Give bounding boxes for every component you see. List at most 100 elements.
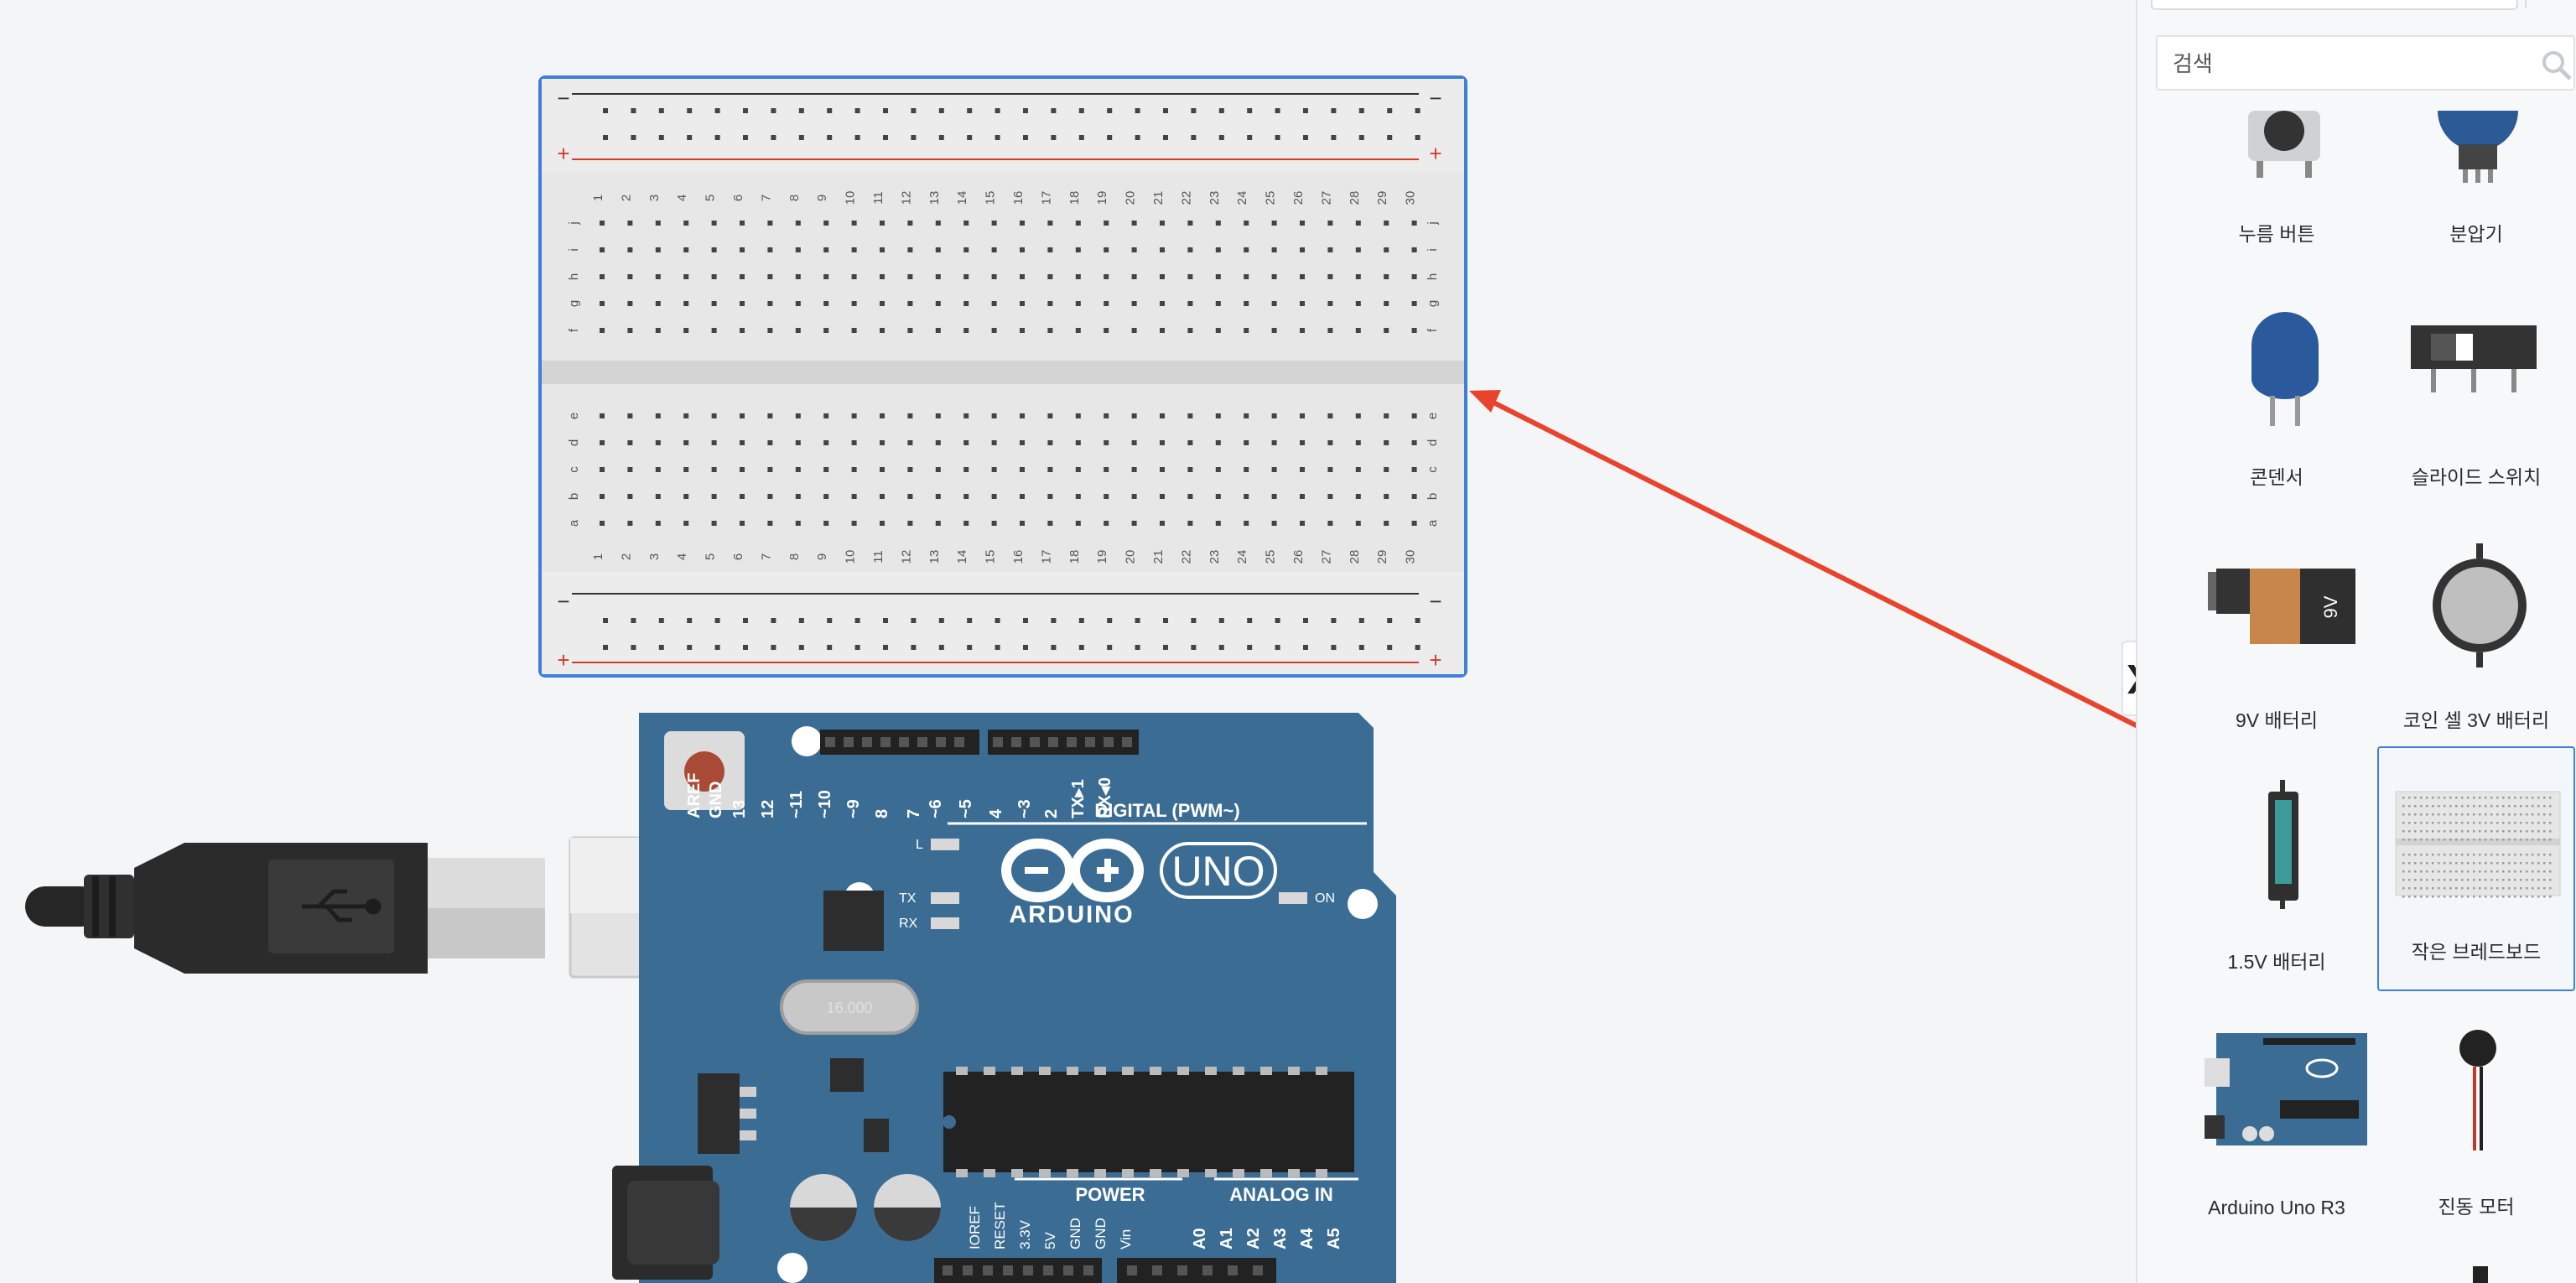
breadboard-hole[interactable] — [1271, 328, 1277, 333]
rail-hole[interactable] — [1078, 645, 1084, 650]
rail-hole[interactable] — [1247, 108, 1253, 113]
breadboard-hole[interactable] — [1327, 328, 1333, 333]
breadboard-hole[interactable] — [823, 274, 829, 279]
breadboard-hole[interactable] — [795, 247, 801, 252]
rail-hole[interactable] — [938, 618, 944, 623]
breadboard-hole[interactable] — [655, 274, 661, 279]
breadboard-hole[interactable] — [1075, 494, 1081, 499]
breadboard-hole[interactable] — [767, 413, 773, 418]
rail-hole[interactable] — [1275, 618, 1280, 623]
breadboard-hole[interactable] — [991, 494, 997, 499]
breadboard-hole[interactable] — [963, 413, 969, 418]
breadboard-hole[interactable] — [740, 467, 745, 472]
rail-hole[interactable] — [938, 135, 944, 140]
rail-hole[interactable] — [1358, 135, 1364, 140]
breadboard-hole[interactable] — [851, 328, 857, 333]
breadboard-hole[interactable] — [1104, 221, 1109, 226]
breadboard-hole[interactable] — [1327, 413, 1333, 418]
rail-hole[interactable] — [1358, 618, 1364, 623]
breadboard-hole[interactable] — [683, 274, 689, 279]
rail-hole[interactable] — [1387, 645, 1393, 650]
breadboard-hole[interactable] — [740, 274, 745, 279]
rail-hole[interactable] — [714, 618, 720, 623]
breadboard-hole[interactable] — [795, 274, 801, 279]
breadboard-hole[interactable] — [683, 494, 689, 499]
rail-hole[interactable] — [1358, 108, 1364, 113]
breadboard-hole[interactable] — [823, 521, 829, 526]
rail-hole[interactable] — [911, 135, 917, 140]
breadboard-hole[interactable] — [1300, 413, 1305, 418]
breadboard-hole[interactable] — [1131, 413, 1137, 418]
breadboard-hole[interactable] — [1160, 413, 1165, 418]
rail-hole[interactable] — [1358, 645, 1364, 650]
breadboard-hole[interactable] — [991, 247, 997, 252]
breadboard-hole[interactable] — [767, 247, 773, 252]
breadboard-hole[interactable] — [1160, 467, 1165, 472]
breadboard-hole[interactable] — [711, 247, 717, 252]
breadboard-hole[interactable] — [1075, 301, 1081, 306]
rail-hole[interactable] — [798, 135, 804, 140]
rail-hole[interactable] — [1163, 645, 1168, 650]
breadboard-hole[interactable] — [600, 328, 605, 333]
breadboard-hole[interactable] — [935, 494, 941, 499]
breadboard-hole[interactable] — [740, 221, 745, 226]
breadboard-hole[interactable] — [795, 521, 801, 526]
breadboard-hole[interactable] — [1215, 440, 1221, 445]
breadboard-hole[interactable] — [963, 440, 969, 445]
rail-hole[interactable] — [1303, 618, 1308, 623]
breadboard-hole[interactable] — [907, 328, 913, 333]
breadboard-hole[interactable] — [740, 494, 745, 499]
breadboard-hole[interactable] — [655, 467, 661, 472]
rail-hole[interactable] — [883, 108, 888, 113]
breadboard-hole[interactable] — [1020, 413, 1025, 418]
rail-hole[interactable] — [1191, 135, 1197, 140]
rail-hole[interactable] — [771, 108, 776, 113]
breadboard-hole[interactable] — [1020, 440, 1025, 445]
breadboard-hole[interactable] — [991, 274, 997, 279]
rail-hole[interactable] — [1331, 645, 1337, 650]
breadboard-hole[interactable] — [795, 328, 801, 333]
breadboard-hole[interactable] — [1047, 467, 1053, 472]
breadboard-hole[interactable] — [907, 413, 913, 418]
breadboard-hole[interactable] — [1187, 301, 1193, 306]
rail-hole[interactable] — [1107, 618, 1113, 623]
breadboard-hole[interactable] — [740, 301, 745, 306]
breadboard-hole[interactable] — [851, 274, 857, 279]
breadboard-hole[interactable] — [1215, 247, 1221, 252]
breadboard-hole[interactable] — [767, 494, 773, 499]
breadboard-hole[interactable] — [655, 413, 661, 418]
breadboard-hole[interactable] — [1300, 521, 1305, 526]
breadboard-hole[interactable] — [1411, 521, 1417, 526]
breadboard-hole[interactable] — [1411, 413, 1417, 418]
breadboard-hole[interactable] — [880, 413, 885, 418]
rail-hole[interactable] — [1218, 135, 1224, 140]
rail-hole[interactable] — [1051, 645, 1057, 650]
breadboard-hole[interactable] — [795, 440, 801, 445]
breadboard-hole[interactable] — [600, 521, 605, 526]
breadboard-hole[interactable] — [1160, 221, 1165, 226]
breadboard-hole[interactable] — [1244, 221, 1249, 226]
breadboard-hole[interactable] — [1300, 494, 1305, 499]
breadboard-hole[interactable] — [600, 413, 605, 418]
rail-hole[interactable] — [1163, 618, 1168, 623]
rail-hole[interactable] — [1078, 618, 1084, 623]
breadboard-hole[interactable] — [1411, 221, 1417, 226]
breadboard-hole[interactable] — [1244, 328, 1249, 333]
breadboard-hole[interactable] — [1384, 440, 1389, 445]
breadboard-hole[interactable] — [740, 247, 745, 252]
breadboard-hole[interactable] — [767, 328, 773, 333]
rail-hole[interactable] — [827, 108, 833, 113]
breadboard-hole[interactable] — [907, 274, 913, 279]
rail-hole[interactable] — [995, 108, 1000, 113]
breadboard-hole[interactable] — [1215, 328, 1221, 333]
breadboard-hole[interactable] — [711, 221, 717, 226]
breadboard-hole[interactable] — [935, 247, 941, 252]
breadboard-hole[interactable] — [1160, 494, 1165, 499]
rail-hole[interactable] — [1247, 135, 1253, 140]
breadboard-hole[interactable] — [1300, 440, 1305, 445]
breadboard-hole[interactable] — [1300, 221, 1305, 226]
breadboard-hole[interactable] — [1075, 247, 1081, 252]
rail-hole[interactable] — [771, 645, 776, 650]
breadboard-hole[interactable] — [1160, 328, 1165, 333]
breadboard-hole[interactable] — [1131, 301, 1137, 306]
